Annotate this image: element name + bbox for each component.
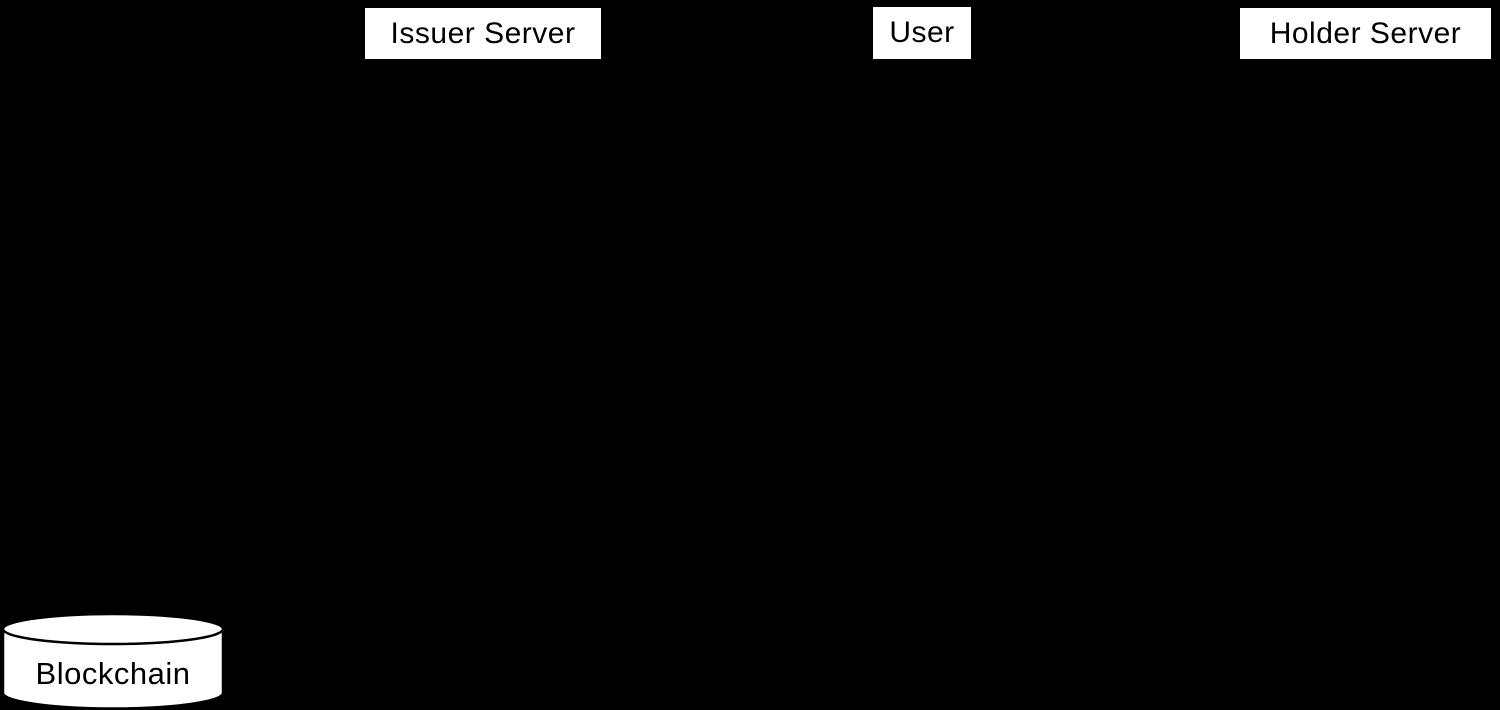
database-blockchain: Blockchain <box>1 612 225 710</box>
participant-holder-server: Holder Server <box>1238 6 1493 61</box>
database-blockchain-label: Blockchain <box>36 656 191 691</box>
participant-issuer-server-label: Issuer Server <box>390 16 576 50</box>
participant-holder-server-label: Holder Server <box>1269 16 1462 50</box>
participant-issuer-server: Issuer Server <box>363 6 603 61</box>
database-cylinder-icon: Blockchain <box>1 612 225 710</box>
participant-user-label: User <box>889 16 955 49</box>
participant-user: User <box>871 5 973 61</box>
